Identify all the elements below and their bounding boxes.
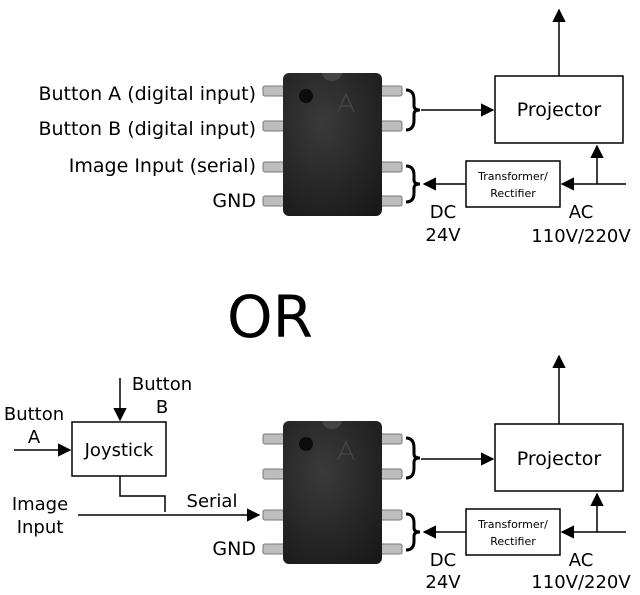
button-b-label-2: B [156,397,168,418]
top-dc-label: DC [430,202,456,223]
top-pin-label-button-a: Button A (digital input) [38,83,256,105]
bottom-gnd-label: GND [212,538,256,560]
bottom-brace-lower [405,512,421,552]
bottom-transformer-label-2: Rectifier [490,535,536,548]
top-pin-label-image-input: Image Input (serial) [69,155,256,177]
bottom-chip [262,421,403,564]
bottom-projector-box [494,423,624,492]
or-label: OR [227,283,313,351]
top-pin-label-gnd: GND [212,190,256,212]
bottom-transformer-box [465,508,561,556]
top-pin-label-button-b: Button B (digital input) [38,118,256,140]
top-projector-box [494,75,624,144]
image-input-label-2: Input [17,517,64,538]
bottom-ac-label: AC [569,550,594,571]
bottom-brace-upper [405,436,421,480]
top-ac-voltage: 110V/220V [531,226,631,247]
top-brace-upper [405,88,421,132]
bottom-projector-label: Projector [517,448,602,470]
bottom-transformer-label-1: Transformer/ [477,518,548,531]
joystick-serial-wire [119,476,166,512]
top-dc-voltage: 24V [425,225,461,246]
top-ac-label: AC [569,202,594,223]
top-brace-lower [405,164,421,204]
top-chip [262,73,403,216]
image-input-label-1: Image [12,494,68,515]
bottom-ac-voltage: 110V/220V [531,572,631,593]
top-projector-label: Projector [517,99,602,121]
button-a-label-2: A [28,427,41,448]
serial-label: Serial [187,491,238,512]
top-transformer-label-2: Rectifier [490,187,536,200]
joystick-box [71,421,167,477]
top-transformer-label-1: Transformer/ [477,170,548,183]
top-diagram: Button A (digital input) Button B (digit… [38,8,631,247]
bottom-dc-label: DC [430,550,456,571]
top-transformer-box [465,160,561,208]
button-a-label-1: Button [4,404,64,425]
bottom-dc-voltage: 24V [425,572,461,593]
bottom-diagram: Joystick Button A Button B Serial Image … [4,354,631,593]
button-b-label-1: Button [132,374,192,395]
joystick-label: Joystick [84,440,154,461]
